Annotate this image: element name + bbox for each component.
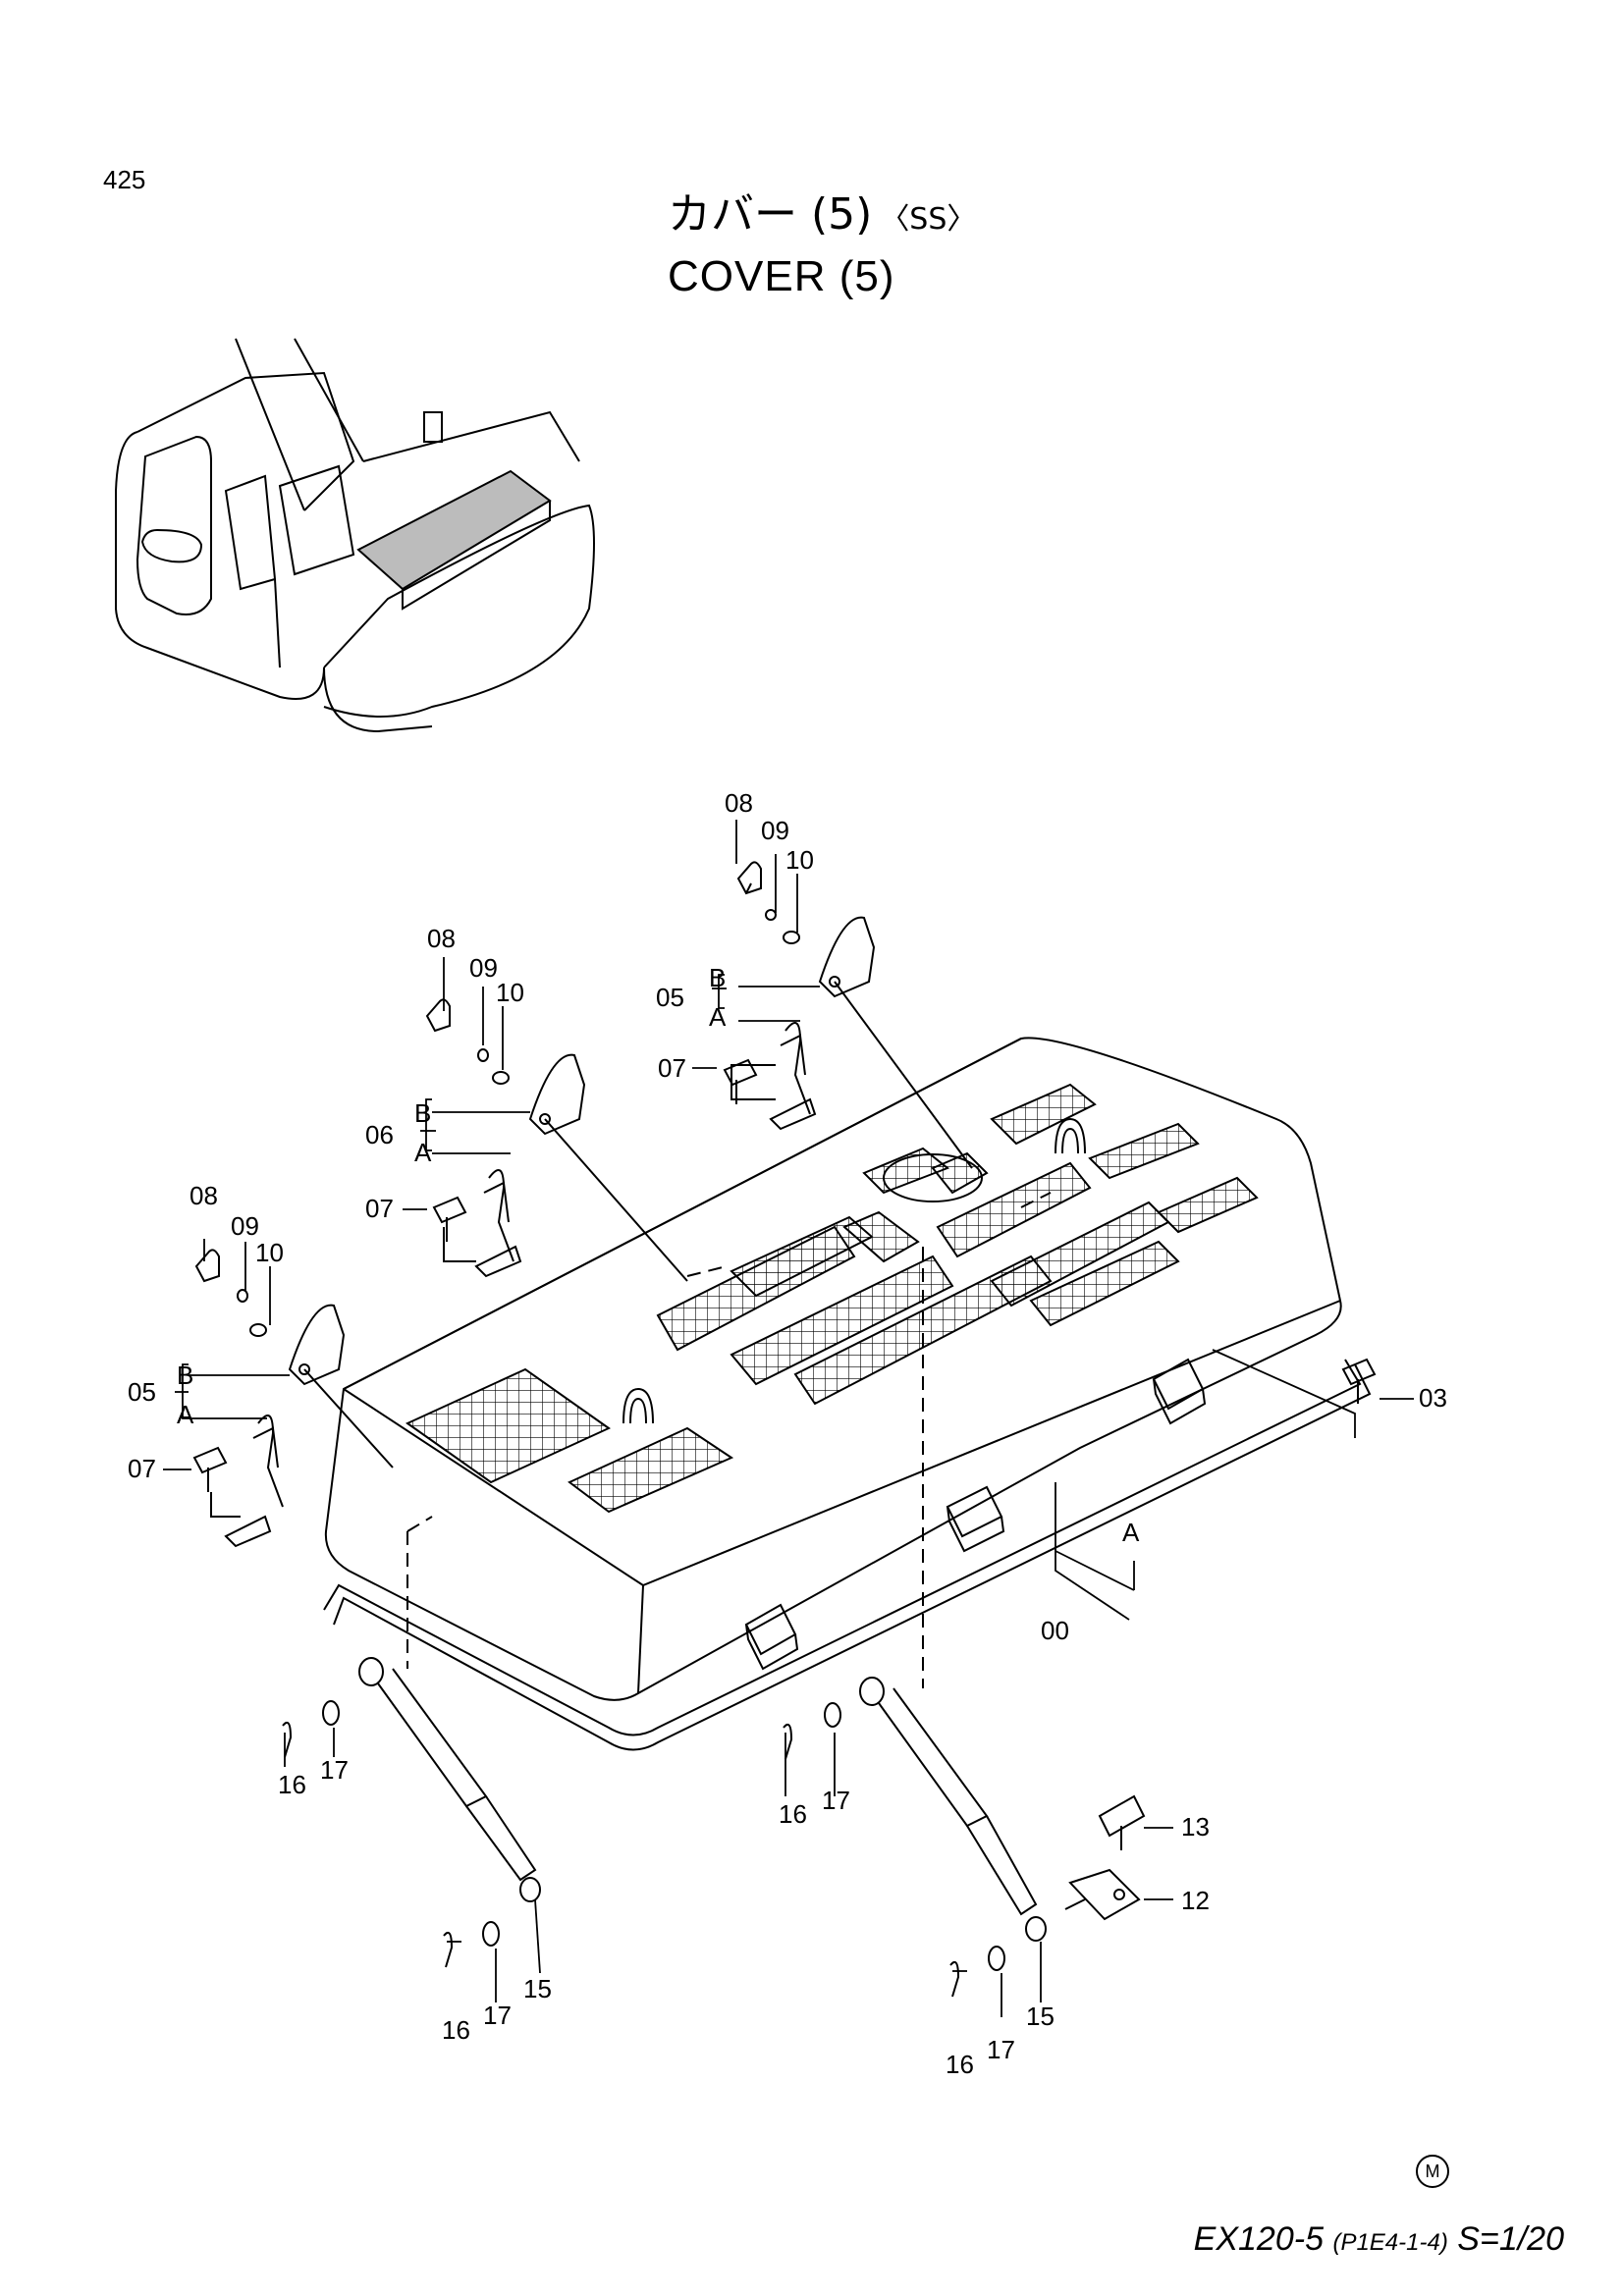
callout-07: 07 (658, 1053, 686, 1083)
callout-05-a: A (177, 1400, 194, 1429)
bolts-07 (192, 1058, 1377, 1492)
callout-10: 10 (496, 978, 524, 1007)
callout-17: 17 (320, 1755, 349, 1785)
latch-assembly-05-lower (194, 1249, 394, 1548)
callout-09: 09 (761, 816, 789, 845)
callout-a: A (1122, 1518, 1140, 1547)
callout-08: 08 (427, 924, 456, 953)
callout-05: 05 (656, 983, 684, 1012)
callout-15: 15 (523, 1974, 552, 2003)
callout-06-b: B (414, 1098, 431, 1128)
callout-05-b: B (709, 963, 726, 992)
footer-scale: S=1/20 (1457, 2220, 1564, 2258)
hood-grilles (406, 1083, 1259, 1514)
callout-17: 17 (987, 2035, 1015, 2064)
latch-assembly-06 (425, 998, 688, 1282)
callout-05: 05 (128, 1377, 156, 1407)
callout-09: 09 (231, 1211, 259, 1241)
gas-spring-left (358, 1657, 541, 1902)
callout-07: 07 (365, 1194, 394, 1223)
hidden-lines (406, 1192, 1052, 1688)
latch-assembly-05-upper (730, 861, 973, 1169)
hood-opening-and-handles (622, 1117, 1086, 1424)
callout-06: 06 (365, 1120, 394, 1149)
gasket-seal (323, 1359, 1372, 1751)
callout-05-b: B (177, 1361, 193, 1390)
callout-03: 03 (1419, 1383, 1447, 1413)
title-english: COVER (5) (668, 252, 895, 300)
pins-and-washers (282, 1700, 1005, 1998)
bracket-12-and-bolt-13 (1064, 1794, 1146, 1921)
callout-00: 00 (1041, 1616, 1069, 1645)
callout-08: 08 (725, 788, 753, 818)
m-mark-symbol: M (1416, 2155, 1449, 2188)
hood-cover-00 (324, 1037, 1342, 1701)
excavator-locator-view (115, 338, 595, 733)
callout-12: 12 (1181, 1886, 1210, 1915)
gas-spring-right (859, 1677, 1047, 1942)
callout-10: 10 (255, 1238, 284, 1267)
footer-code: (P1E4-1-4) (1332, 2229, 1448, 2256)
page-number: 425 (103, 165, 146, 194)
leader-lines (163, 820, 1414, 2017)
callout-16: 16 (779, 1799, 807, 1829)
title-block: カバー (5)〈SS〉 COVER (5) (668, 189, 976, 302)
callout-15: 15 (1026, 2002, 1055, 2031)
callout-16: 16 (442, 2015, 470, 2045)
callout-10: 10 (785, 845, 814, 875)
title-japanese-tag: 〈SS〉 (880, 202, 977, 237)
footer-model: EX120-5 (P1E4-1-4) S=1/20 (1193, 2220, 1564, 2258)
callout-16: 16 (278, 1770, 306, 1799)
callout-13: 13 (1181, 1812, 1210, 1842)
callout-17: 17 (822, 1786, 850, 1815)
title-japanese: カバー (5)〈SS〉 (668, 189, 977, 240)
callout-08: 08 (189, 1181, 218, 1210)
callout-07: 07 (128, 1454, 156, 1483)
callouts: 08 09 10 05 B A 07 08 09 10 06 B A 07 08… (128, 788, 1447, 2079)
callout-09: 09 (469, 953, 498, 983)
callout-06-a: A (414, 1138, 432, 1167)
callout-17: 17 (483, 2001, 512, 2030)
callout-05-a: A (709, 1002, 727, 1032)
callout-16: 16 (946, 2050, 974, 2079)
hood-hinges (744, 1358, 1207, 1671)
